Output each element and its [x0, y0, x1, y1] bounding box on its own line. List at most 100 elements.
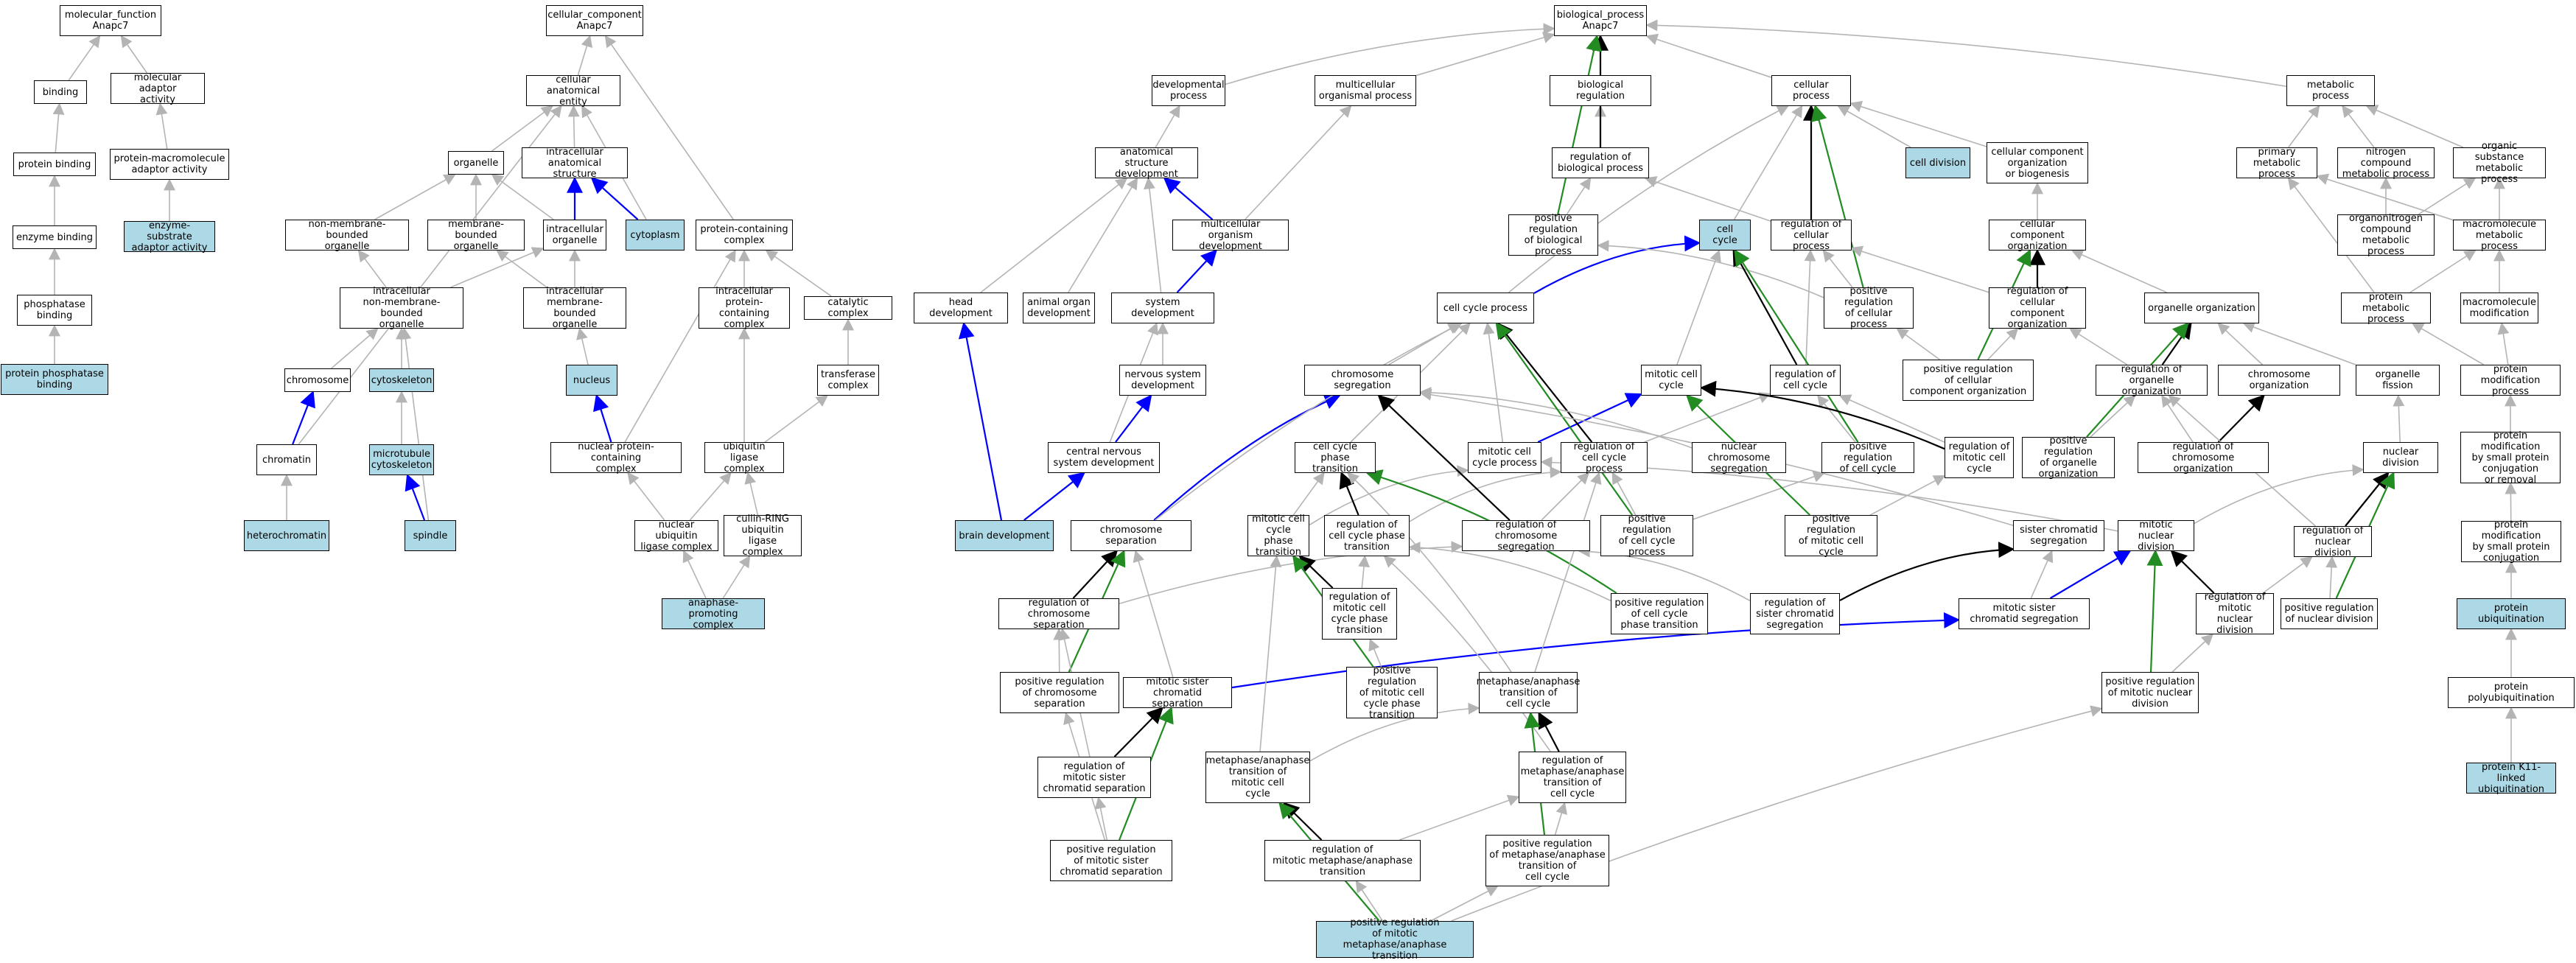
go-node-mt_cytoskeleton[interactable]: microtubule cytoskeleton	[369, 444, 434, 475]
go-node-rcp[interactable]: regulation of cellular process	[1771, 219, 1852, 252]
go-node-nucdiv[interactable]: nuclear division	[2363, 442, 2438, 473]
go-node-cytoplasm[interactable]: cytoplasm	[626, 220, 685, 251]
go-node-rnd[interactable]: regulation of nuclear division	[2294, 525, 2372, 558]
go-node-prmscs[interactable]: positive regulation of mitotic sister ch…	[1050, 840, 1172, 881]
go-node-celldiv[interactable]: cell division	[1905, 147, 1970, 178]
go-node-mccp[interactable]: mitotic cell cycle process	[1468, 442, 1541, 473]
go-node-mbo[interactable]: membrane-bounded organelle	[427, 219, 525, 252]
go-node-prccpt[interactable]: positive regulation of cell cycle phase …	[1611, 593, 1708, 634]
go-node-prmccpt[interactable]: positive regulation of mitotic cell cycl…	[1346, 665, 1438, 721]
go-node-chromseg[interactable]: chromosome segregation	[1304, 365, 1421, 396]
go-node-rmccpt[interactable]: regulation of mitotic cell cycle phase t…	[1322, 588, 1397, 640]
go-node-phosphatase_binding[interactable]: phosphatase binding	[17, 295, 92, 326]
go-node-prmnd[interactable]: positive regulation of mitotic nuclear d…	[2101, 672, 2199, 713]
go-node-prmcc[interactable]: positive regulation of mitotic cell cycl…	[1785, 514, 1877, 558]
go-node-ppb[interactable]: protein phosphatase binding	[1, 364, 108, 395]
go-node-mscsep[interactable]: mitotic sister chromatid separation	[1123, 676, 1232, 710]
go-node-ncmp[interactable]: nitrogen compound metabolic process	[2337, 147, 2435, 180]
go-node-mscs[interactable]: mitotic sister chromatid segregation	[1959, 598, 2090, 629]
go-node-protein_binding[interactable]: protein binding	[13, 153, 96, 176]
go-node-mmp[interactable]: macromolecule metabolic process	[2453, 219, 2546, 252]
go-node-pcc[interactable]: protein-containing complex	[696, 220, 793, 251]
go-node-pmodp[interactable]: protein modification process	[2460, 364, 2561, 397]
go-node-ccob[interactable]: cellular component organization or bioge…	[1987, 142, 2088, 183]
go-node-rmmat[interactable]: regulation of mitotic metaphase/anaphase…	[1264, 840, 1421, 881]
go-node-prcco[interactable]: positive regulation of cellular componen…	[1903, 360, 2034, 401]
go-node-prmatcc[interactable]: positive regulation of metaphase/anaphas…	[1485, 835, 1609, 886]
go-node-prnd[interactable]: positive regulation of nuclear division	[2281, 598, 2378, 629]
go-node-rcs[interactable]: regulation of chromosome segregation	[1462, 519, 1590, 553]
go-node-prcc[interactable]: positive regulation of cell cycle	[1821, 441, 1914, 475]
go-node-orgfis[interactable]: organelle fission	[2356, 365, 2440, 396]
go-node-binding[interactable]: binding	[34, 80, 87, 104]
go-node-organelle[interactable]: organelle	[448, 151, 504, 175]
go-node-cco[interactable]: cellular component organization	[1989, 219, 2086, 252]
go-node-io[interactable]: intracellular organelle	[543, 220, 606, 251]
go-node-apc[interactable]: anaphase-promoting complex	[662, 598, 765, 631]
go-node-cae[interactable]: cellular anatomical entity	[526, 74, 620, 108]
go-node-ocmp[interactable]: organonitrogen compound metabolic proces…	[2337, 213, 2435, 257]
go-node-heterochromatin[interactable]: heterochromatin	[244, 520, 329, 551]
go-node-aod[interactable]: animal organ development	[1023, 293, 1095, 323]
go-node-ncs[interactable]: nuclear chromosome segregation	[1692, 441, 1786, 475]
go-node-rscs[interactable]: regulation of sister chromatid segregati…	[1750, 593, 1840, 634]
go-node-headdev[interactable]: head development	[914, 293, 1008, 323]
go-node-rchs[interactable]: regulation of chromosome separation	[998, 598, 1119, 631]
go-node-chromsep[interactable]: chromosome separation	[1071, 520, 1191, 551]
go-node-rmscs[interactable]: regulation of mitotic sister chromatid s…	[1037, 757, 1151, 798]
go-node-rco[interactable]: regulation of chromosome organization	[2138, 441, 2269, 475]
go-node-nulc[interactable]: nuclear ubiquitin ligase complex	[634, 519, 718, 553]
go-node-sysdev[interactable]: system development	[1111, 293, 1214, 323]
go-node-scs[interactable]: sister chromatid segregation	[2013, 520, 2104, 551]
go-node-chromosome[interactable]: chromosome	[284, 368, 351, 392]
go-node-rmatcc[interactable]: regulation of metaphase/anaphase transit…	[1519, 752, 1626, 803]
go-node-nmbo[interactable]: non-membrane-bounded organelle	[285, 219, 409, 252]
go-node-nsd[interactable]: nervous system development	[1119, 365, 1206, 396]
go-node-k11[interactable]: protein K11-linked ubiquitination	[2466, 762, 2556, 795]
go-node-mmatmcc[interactable]: metaphase/anaphase transition of mitotic…	[1205, 752, 1310, 803]
go-node-protubi[interactable]: protein ubiquitination	[2457, 598, 2566, 629]
go-node-ccproc[interactable]: cell cycle process	[1437, 293, 1534, 323]
go-node-mnd[interactable]: mitotic nuclear division	[2118, 519, 2194, 553]
go-node-prbp[interactable]: positive regulation of biological proces…	[1508, 213, 1598, 257]
go-node-rcco[interactable]: regulation of cellular component organiz…	[1989, 286, 2086, 330]
go-node-mod[interactable]: multicellular organism development	[1172, 219, 1289, 252]
go-node-catalytic[interactable]: catalytic complex	[804, 296, 892, 320]
go-node-cc[interactable]: cellular_component Anapc7	[546, 5, 643, 36]
go-node-rcc[interactable]: regulation of cell cycle	[1770, 365, 1841, 396]
go-node-ias[interactable]: intracellular anatomical structure	[522, 147, 628, 180]
go-node-metab[interactable]: metabolic process	[2286, 75, 2375, 106]
go-node-inmbo[interactable]: intracellular non-membrane-bounded organ…	[340, 286, 463, 330]
go-node-osmp[interactable]: organic substance metabolic process	[2453, 141, 2546, 185]
go-node-mop[interactable]: multicellular organismal process	[1315, 75, 1416, 106]
go-node-mat[interactable]: metaphase/anaphase transition of cell cy…	[1477, 672, 1580, 713]
go-node-ccpt[interactable]: cell cycle phase transition	[1295, 441, 1376, 475]
go-node-rccpt[interactable]: regulation of cell cycle phase transitio…	[1324, 515, 1410, 556]
go-node-mol_adaptor[interactable]: molecular adaptor activity	[111, 72, 205, 105]
go-node-bioreg[interactable]: biological regulation	[1550, 75, 1651, 106]
go-node-prccp[interactable]: positive regulation of cell cycle proces…	[1600, 514, 1693, 558]
go-node-orgorg[interactable]: organelle organization	[2144, 293, 2259, 323]
go-node-ulc[interactable]: ubiquitin ligase complex	[704, 441, 784, 475]
go-node-cellproc[interactable]: cellular process	[1771, 75, 1851, 106]
go-node-rmnd[interactable]: regulation of mitotic nuclear division	[2196, 592, 2274, 636]
go-node-proo[interactable]: positive regulation of organelle organiz…	[2022, 435, 2115, 480]
go-node-chromorg[interactable]: chromosome organization	[2218, 365, 2340, 396]
go-node-prchs[interactable]: positive regulation of chromosome separa…	[1000, 672, 1119, 713]
go-node-braindev[interactable]: brain development	[955, 520, 1054, 551]
go-node-rmcc[interactable]: regulation of mitotic cell cycle	[1945, 437, 2014, 478]
go-node-spindle[interactable]: spindle	[405, 520, 456, 551]
go-node-transferase[interactable]: transferase complex	[817, 365, 879, 396]
go-node-mmod[interactable]: macromolecule modification	[2460, 293, 2538, 323]
go-node-pmp[interactable]: primary metabolic process	[2236, 147, 2317, 180]
go-node-rccp[interactable]: regulation of cell cycle process	[1561, 441, 1648, 475]
go-node-imbo[interactable]: intracellular membrane-bounded organelle	[523, 286, 626, 330]
go-node-prcp[interactable]: positive regulation of cellular process	[1824, 286, 1914, 330]
go-node-prot_macro_adaptor[interactable]: protein-macromolecule adaptor activity	[110, 149, 229, 180]
go-node-mccpt[interactable]: mitotic cell cycle phase transition	[1247, 514, 1309, 558]
go-node-pmspcj[interactable]: protein modification by small protein co…	[2461, 519, 2561, 564]
go-node-asd[interactable]: anatomical structure development	[1095, 147, 1198, 180]
go-node-pmspc[interactable]: protein modification by small protein co…	[2460, 430, 2561, 486]
go-node-ipcc[interactable]: intracellular protein-containing complex	[699, 286, 790, 330]
go-node-cullin[interactable]: cullin-RING ubiquitin ligase complex	[724, 514, 802, 558]
